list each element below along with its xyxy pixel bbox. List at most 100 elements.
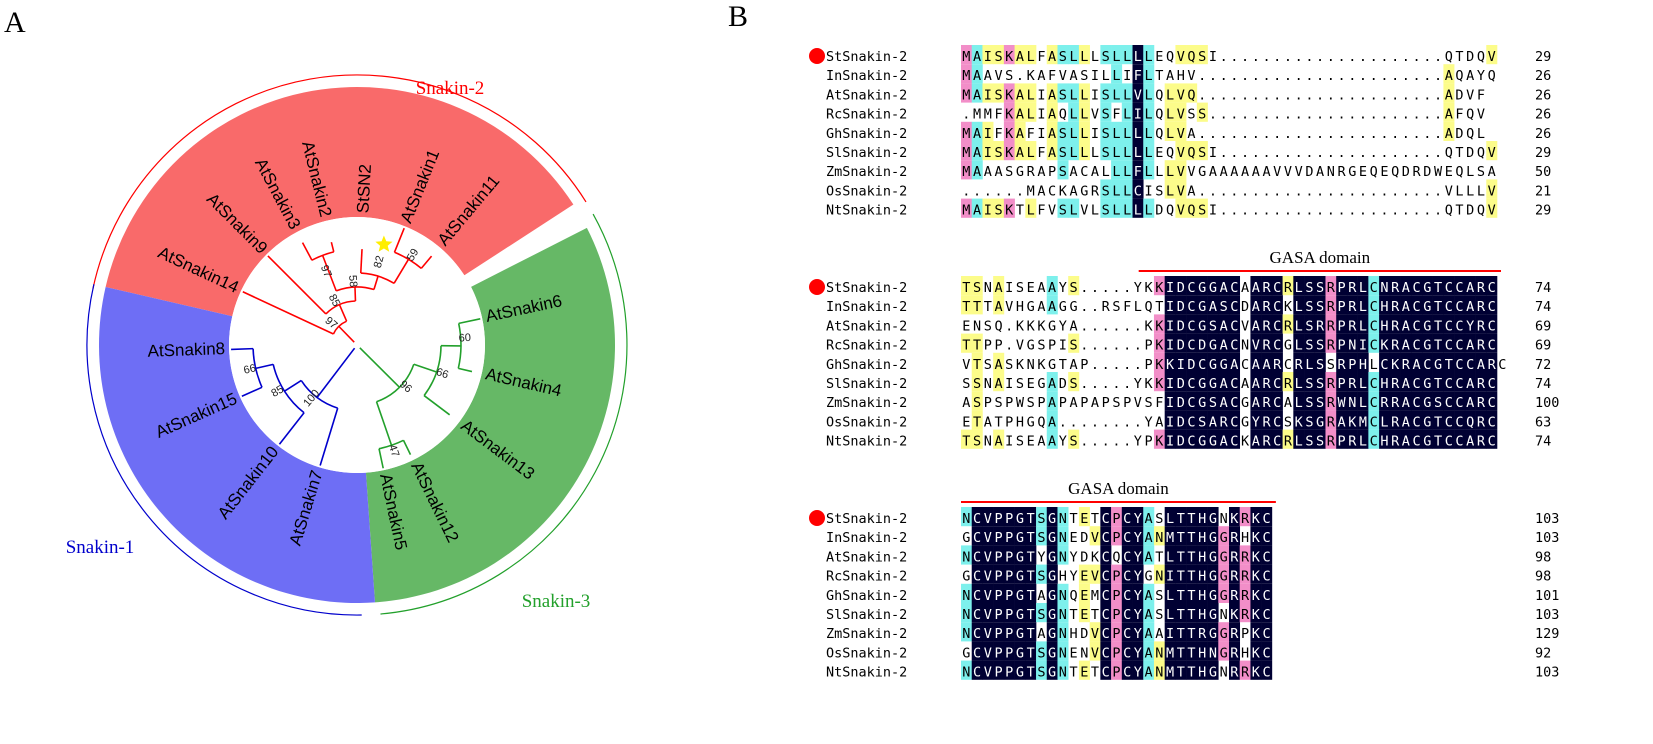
residue: S [1209,318,1217,334]
residue-shade [1325,391,1337,411]
residue: N [1059,645,1067,661]
residue-shade [1475,333,1487,353]
residue: C [1230,338,1238,354]
residue: . [1295,145,1303,161]
leaf-label-StSN2: StSN2 [353,164,375,214]
residue: C [1455,318,1463,334]
residue: A [984,164,992,180]
residue: G [1048,626,1056,642]
residue-shade [1003,102,1015,122]
residue: R [1327,434,1336,450]
residue: . [1080,299,1088,315]
residue-shade [1357,391,1369,411]
residue-shade [1175,179,1187,199]
residue: . [1359,68,1367,84]
residue-shade [1111,641,1123,661]
residue-shade [1164,121,1176,141]
residue-shade [1121,660,1133,680]
residue: E [1069,645,1077,661]
residue-shade [1121,45,1133,65]
residue-shade [1111,507,1123,527]
residue: P [984,395,992,411]
residue: . [1123,280,1131,296]
residue: K [1284,299,1293,315]
residue-shade [1432,276,1444,296]
residue-shade [1293,410,1305,430]
residue: P [1005,607,1013,623]
residue: C [1187,338,1195,354]
residue-shade [1357,314,1369,334]
residue-shade [1357,372,1369,392]
residue: C [1230,299,1238,315]
residue-shade [1325,410,1337,430]
residue-shade [1389,391,1401,411]
residue-shade [1400,352,1412,372]
residue-shade [1250,583,1262,603]
residue: . [1327,107,1335,123]
residue: A [994,299,1002,315]
residue: R [1241,665,1250,681]
branch-internal [375,401,393,446]
residue-shade [1229,352,1241,372]
residue-shade [1014,121,1026,141]
residue: R [1230,530,1239,546]
residue: . [1380,49,1388,65]
residue: . [1112,357,1120,373]
residue: F [1037,49,1045,65]
residue-shade [1218,352,1230,372]
residue: S [1305,376,1313,392]
residue: . [1102,376,1110,392]
residue: L [1145,87,1153,103]
residue: A [973,126,981,142]
residue-shade [1036,526,1048,546]
residue: P [1337,280,1345,296]
residue: S [994,87,1002,103]
residue: G [1048,530,1056,546]
residue-shade [1454,429,1466,449]
residue-shade [1175,429,1187,449]
residue: R [1284,434,1293,450]
clade-sector-snakin1 [99,286,375,603]
residue: L [1145,68,1153,84]
residue-shade [971,410,983,430]
residue: T [1187,626,1195,642]
residue: R [1262,338,1271,354]
residue: Y [1134,588,1142,604]
residue: S [1220,299,1228,315]
residue-shade [1186,526,1198,546]
residue: C [1380,357,1388,373]
residue: D [1402,164,1410,180]
residue-shade [1282,314,1294,334]
sequence-name: NtSnakin-2 [826,203,907,219]
branch-arc [325,300,356,315]
bootstrap-value: 97 [318,263,334,279]
residue: S [1059,126,1067,142]
residue: . [1284,87,1292,103]
residue: R [1230,588,1239,604]
branch-leaf [330,241,335,253]
residue-shade [1400,314,1412,334]
residue-shade [993,603,1005,623]
residue-shade [1454,333,1466,353]
residue: K [1005,145,1014,161]
residue-shade [1132,141,1144,161]
residue: . [1005,183,1013,199]
residue-shade [1121,603,1133,623]
residue: R [1230,665,1239,681]
residue: L [1123,164,1131,180]
residue: L [1069,203,1077,219]
residue: S [1316,357,1324,373]
residue-shade [1229,295,1241,315]
residue: Q [1059,107,1067,123]
residue: . [1080,376,1088,392]
residue-shade [1250,372,1262,392]
residue-shade [1357,352,1369,372]
residue-shade [1271,333,1283,353]
clade-arc-snakin3 [380,213,628,615]
residue-shade [1229,660,1241,680]
residue: H [1380,299,1388,315]
residue: A [1466,434,1474,450]
residue-shade [1186,141,1198,161]
